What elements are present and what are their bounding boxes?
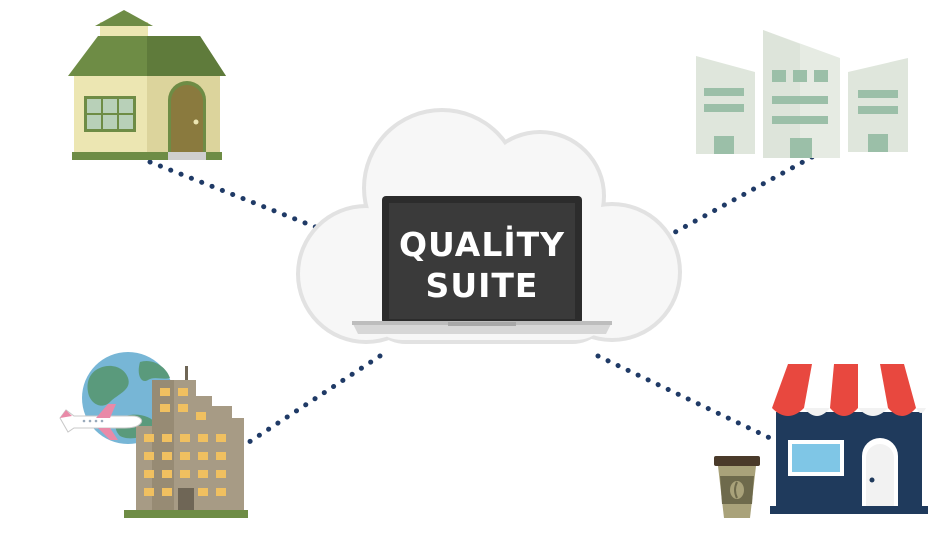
connector-offices (665, 154, 815, 239)
house-icon (68, 10, 226, 160)
shop-icon (714, 364, 928, 518)
product-name-line2: SUITE (425, 266, 539, 305)
hotel-travel-icon (59, 352, 248, 518)
laptop-icon (352, 196, 612, 334)
connector-shop (595, 353, 773, 441)
connector-hotel (237, 353, 383, 451)
office-buildings-icon (696, 30, 908, 158)
airplane-icon (59, 404, 143, 440)
connector-house (147, 159, 321, 231)
product-name-line1: QUALİTY (398, 225, 566, 264)
shop-awning (772, 364, 926, 416)
coffee-cup-icon (714, 456, 760, 518)
